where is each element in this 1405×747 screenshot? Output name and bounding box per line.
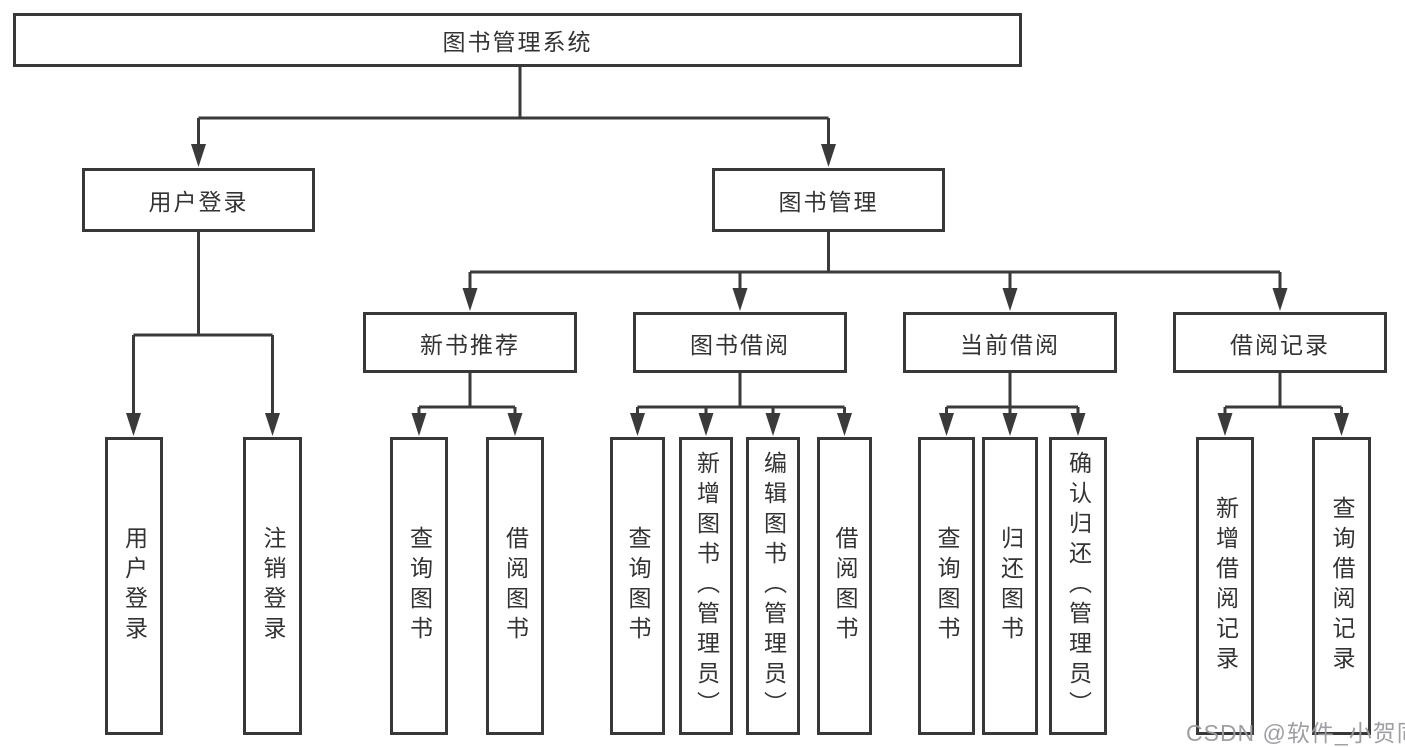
- node-borrow-records: 借阅记录: [1173, 312, 1387, 373]
- leaf-cb-query-books: 查询图书: [918, 437, 975, 735]
- arrow-new-book-recommend: [462, 288, 478, 311]
- node-current-borrow-label: 当前借阅: [960, 331, 1060, 358]
- leaf-cb-confirm-return-admin-label: 确认归还（管理员）: [1065, 451, 1092, 721]
- csdn-watermark: CSDN @软件_小贺同学: [1186, 720, 1405, 746]
- leaf-cb-return-books-label: 归还图书: [997, 526, 1024, 646]
- leaf-user-login-label: 用户登录: [121, 526, 148, 646]
- arrow-leaf-user-login: [126, 413, 141, 436]
- leaf-logout-label: 注销登录: [260, 526, 286, 646]
- leaf-nbr-borrow-books-label: 借阅图书: [502, 526, 529, 646]
- node-user-login-label: 用户登录: [148, 189, 249, 215]
- node-book-borrow-label: 图书借阅: [690, 331, 790, 358]
- node-root-label: 图书管理系统: [442, 29, 593, 55]
- node-book-management: 图书管理: [712, 168, 945, 232]
- leaf-nbr-query-books: 查询图书: [390, 437, 448, 735]
- node-new-book-recommend-label: 新书推荐: [420, 331, 520, 358]
- arrow-borrow-records: [1272, 288, 1288, 311]
- arrow-book-management: [821, 144, 836, 167]
- arrow-leaf-logout: [265, 413, 280, 436]
- leaf-br-add-record-label: 新增借阅记录: [1212, 496, 1239, 676]
- leaf-cb-query-books-label: 查询图书: [934, 526, 960, 646]
- leaf-bb-edit-books-admin-label: 编辑图书（管理员）: [760, 451, 787, 721]
- leaf-bb-query-books: 查询图书: [610, 437, 665, 735]
- leaf-bb-edit-books-admin: 编辑图书（管理员）: [746, 437, 800, 735]
- node-new-book-recommend: 新书推荐: [363, 312, 577, 373]
- leaf-cb-confirm-return-admin: 确认归还（管理员）: [1049, 437, 1107, 735]
- arrow-user-login: [191, 144, 206, 167]
- leaf-nbr-borrow-books: 借阅图书: [486, 437, 544, 735]
- leaf-cb-return-books: 归还图书: [982, 437, 1038, 735]
- leaf-bb-add-books-admin: 新增图书（管理员）: [679, 437, 733, 735]
- arrow-book-borrow: [732, 288, 748, 311]
- node-user-login: 用户登录: [82, 168, 315, 232]
- arrow-current-borrow: [1002, 288, 1018, 311]
- leaf-nbr-query-books-label: 查询图书: [406, 526, 433, 646]
- leaf-br-query-record-label: 查询借阅记录: [1329, 496, 1355, 676]
- leaf-br-add-record: 新增借阅记录: [1196, 437, 1254, 735]
- leaf-logout: 注销登录: [243, 437, 302, 735]
- node-borrow-records-label: 借阅记录: [1230, 331, 1330, 358]
- node-book-borrow: 图书借阅: [633, 312, 847, 373]
- node-root: 图书管理系统: [13, 13, 1022, 67]
- leaf-bb-add-books-admin-label: 新增图书（管理员）: [693, 451, 720, 721]
- arrowheads: [126, 144, 1349, 436]
- node-current-borrow: 当前借阅: [903, 312, 1117, 373]
- leaf-user-login: 用户登录: [105, 437, 163, 735]
- leaf-bb-query-books-label: 查询图书: [625, 526, 651, 646]
- leaf-br-query-record: 查询借阅记录: [1312, 437, 1371, 735]
- leaf-bb-borrow-books-label: 借阅图书: [832, 526, 858, 646]
- node-book-management-label: 图书管理: [778, 189, 879, 215]
- leaf-bb-borrow-books: 借阅图书: [817, 437, 872, 735]
